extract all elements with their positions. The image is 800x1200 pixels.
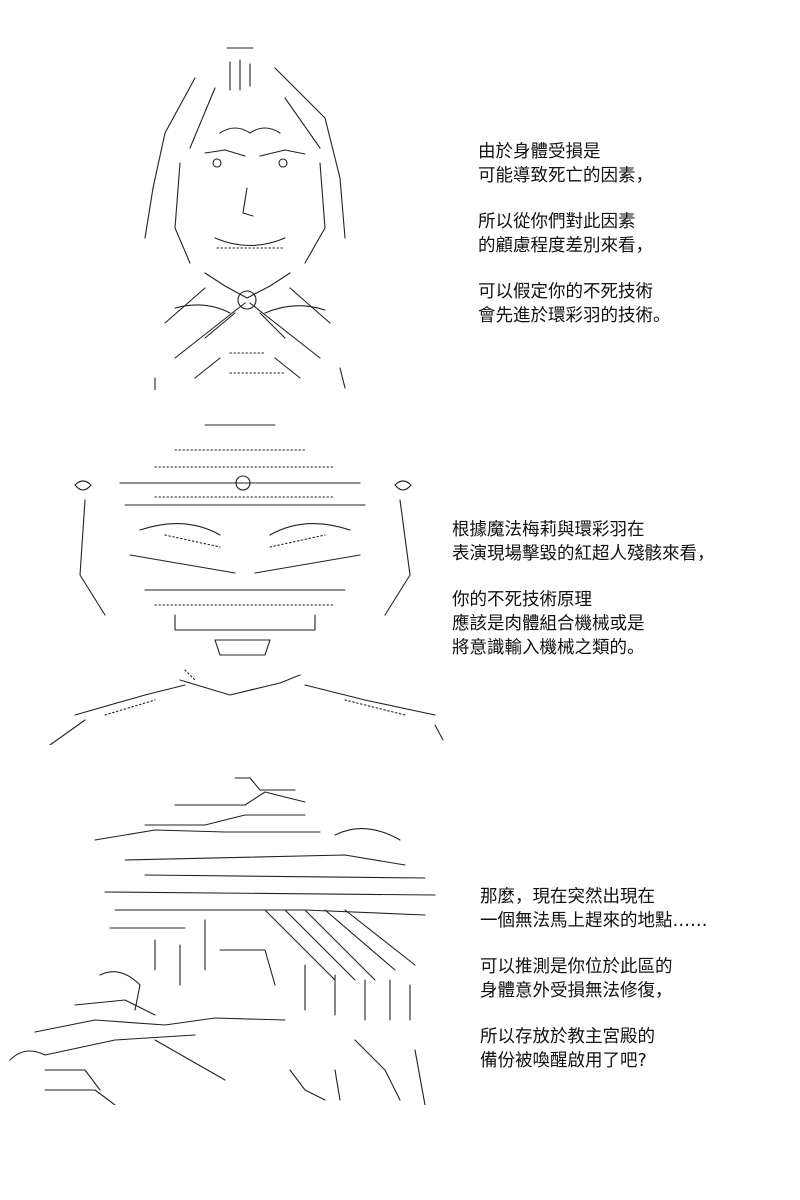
caption-3: 那麼，現在突然出現在 一個無法馬上趕來的地點…… 可以推測是你位於此區的 身體意…	[480, 885, 708, 1095]
masked-figure-ascii-art	[45, 415, 445, 745]
ruined-building-ascii-art	[5, 770, 440, 1105]
caption-line: 會先進於環彩羽的技術。	[478, 306, 671, 326]
caption-1: 由於身體受損是 可能導致死亡的因素， 所以從你們對此因素 的顧慮程度差別來看， …	[478, 140, 671, 350]
caption-line: 可能導致死亡的因素，	[478, 166, 653, 186]
caption-line: 所以從你們對此因素	[478, 212, 636, 232]
caption-paragraph: 那麼，現在突然出現在 一個無法馬上趕來的地點……	[480, 885, 708, 933]
panel-3: 那麼，現在突然出現在 一個無法馬上趕來的地點…… 可以推測是你位於此區的 身體意…	[0, 765, 800, 1125]
caption-2: 根據魔法梅莉與環彩羽在 表演現場擊毀的紅超人殘骸來看， 你的不死技術原理 應該是…	[452, 518, 715, 682]
stick-figure-face-ascii-art	[135, 38, 360, 390]
caption-line: 可以假定你的不死技術	[478, 282, 653, 302]
caption-line: 將意識輸入機械之類的。	[452, 638, 645, 658]
caption-paragraph: 所以從你們對此因素 的顧慮程度差別來看，	[478, 210, 671, 258]
panel-1: 由於身體受損是 可能導致死亡的因素， 所以從你們對此因素 的顧慮程度差別來看， …	[0, 20, 800, 390]
caption-paragraph: 所以存放於教主宮殿的 備份被喚醒啟用了吧?	[480, 1025, 708, 1073]
caption-line: 所以存放於教主宮殿的	[480, 1027, 655, 1047]
panel-2: 根據魔法梅莉與環彩羽在 表演現場擊毀的紅超人殘骸來看， 你的不死技術原理 應該是…	[0, 400, 800, 755]
caption-paragraph: 可以假定你的不死技術 會先進於環彩羽的技術。	[478, 280, 671, 328]
caption-line: 你的不死技術原理	[452, 590, 592, 610]
caption-line: 應該是肉體組合機械或是	[452, 614, 645, 634]
caption-line: 那麼，現在突然出現在	[480, 887, 655, 907]
caption-line: 身體意外受損無法修復，	[480, 981, 673, 1001]
caption-line: 由於身體受損是	[478, 142, 601, 162]
caption-line: 備份被喚醒啟用了吧?	[480, 1051, 647, 1071]
caption-paragraph: 可以推測是你位於此區的 身體意外受損無法修復，	[480, 955, 708, 1003]
caption-paragraph: 你的不死技術原理 應該是肉體組合機械或是 將意識輸入機械之類的。	[452, 588, 715, 660]
caption-paragraph: 由於身體受損是 可能導致死亡的因素，	[478, 140, 671, 188]
caption-line: 表演現場擊毀的紅超人殘骸來看，	[452, 544, 715, 564]
caption-line: 根據魔法梅莉與環彩羽在	[452, 520, 645, 540]
caption-line: 可以推測是你位於此區的	[480, 957, 673, 977]
caption-line: 一個無法馬上趕來的地點……	[480, 911, 708, 931]
caption-paragraph: 根據魔法梅莉與環彩羽在 表演現場擊毀的紅超人殘骸來看，	[452, 518, 715, 566]
caption-line: 的顧慮程度差別來看，	[478, 236, 653, 256]
